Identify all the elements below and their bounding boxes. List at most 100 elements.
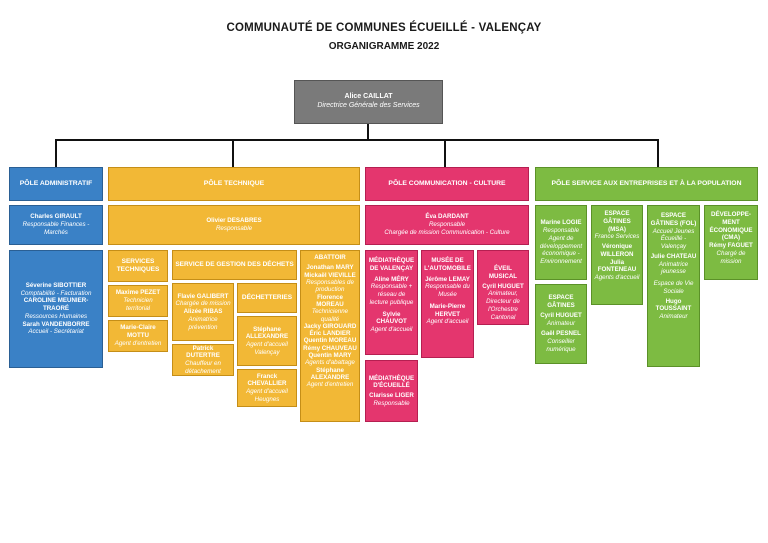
staff-name: Stéphane ALLEXANDRE bbox=[245, 325, 289, 341]
staff-name: Flavie GALIBERT bbox=[177, 292, 229, 300]
staff-role: Responsable Agent de développement écono… bbox=[539, 227, 583, 265]
connector-horizontal bbox=[55, 139, 658, 141]
staff-name: Hugo TOUSSAINT bbox=[655, 297, 692, 313]
tech-decheteries-staff-2: Franck CHEVALLIER Agent d'accueil Heugne… bbox=[237, 369, 297, 407]
staff-name: Véronique WILLERON bbox=[600, 243, 634, 258]
comm-resp-name: Éva DARDANT bbox=[425, 213, 469, 221]
ent-responsable: Marine LOGIE Responsable Agent de dévelo… bbox=[535, 205, 587, 280]
staff-name: Cyril HUGUET bbox=[540, 311, 582, 319]
admin-staff-role: Comptabilité - Facturation bbox=[20, 289, 92, 297]
comm-mediatheque-ecueille: MÉDIATHÈQUE D'ÉCUEILLÉ Clarisse LIGER Re… bbox=[365, 360, 418, 422]
tech-services-staff-2: Marie-Claire MOTTU Agent d'entretien bbox=[108, 320, 168, 352]
staff-name: Patrick DUTERTRE bbox=[186, 344, 220, 360]
staff-role: Responsable bbox=[373, 399, 410, 407]
mediatheque-header: MÉDIATHÈQUE DE VALENÇAY bbox=[368, 257, 415, 272]
staff-name: Mickaël VIEVILLE bbox=[304, 271, 356, 279]
staff-role: Responsable + réseau de lecture publique bbox=[369, 283, 414, 306]
staff-role: Animateur, Directeur de l'Orchestre Cant… bbox=[486, 290, 520, 321]
comm-resp-role: Chargée de mission Communication - Cultu… bbox=[384, 228, 510, 236]
tech-decheteries-header: DÉCHETTERIES bbox=[237, 283, 297, 313]
staff-name: Clarisse LIGER bbox=[369, 392, 414, 399]
admin-resp-name: Charles GIRAULT bbox=[30, 213, 82, 221]
staff-name: Rémy CHAUVEAU bbox=[303, 344, 357, 352]
staff-name: Éric LANDIER bbox=[309, 330, 351, 338]
staff-name: Alizée RIBAS bbox=[183, 308, 223, 316]
comm-responsable: Éva DARDANT Responsable Chargée de missi… bbox=[365, 205, 529, 245]
pole-ent-header: PÔLE SERVICE AUX ENTREPRISES ET À LA POP… bbox=[535, 167, 758, 201]
mediatheque-header: MÉDIATHÈQUE D'ÉCUEILLÉ bbox=[368, 374, 415, 390]
connector-tech bbox=[232, 139, 234, 167]
admin-staff-role: Accueil - Secrétariat bbox=[28, 328, 84, 336]
staff-name: Marine LOGIE bbox=[540, 219, 582, 227]
staff-role: Animateur bbox=[659, 313, 688, 320]
staff-name: Quentin MARY bbox=[308, 352, 352, 360]
admin-staff-role: Ressources Humaines bbox=[24, 312, 88, 320]
staff-name: Stéphane ALEXANDRE bbox=[310, 366, 350, 381]
eveil-header: ÉVEIL MUSICAL bbox=[488, 265, 518, 280]
admin-staff-name: Séverine SIBOTTIER bbox=[25, 281, 87, 289]
staff-role: Animatrice jeunesse bbox=[658, 260, 689, 276]
staff-role: Agent d'accueil bbox=[370, 326, 413, 333]
staff-name: Jonathan MARY bbox=[306, 264, 354, 272]
staff-name: Sylvie CHAUVOT bbox=[376, 310, 407, 326]
staff-role: Animateur bbox=[546, 319, 576, 327]
staff-role: Agent d'entretien bbox=[114, 339, 162, 347]
staff-name: Quentin MOREAU bbox=[303, 337, 357, 345]
staff-name: Julia FONTENEAU bbox=[597, 258, 637, 274]
tech-dechets-chauffeur: Patrick DUTERTRE Chauffeur en détachemen… bbox=[172, 344, 234, 376]
staff-role: Agents d'accueil bbox=[594, 274, 640, 281]
connector-admin bbox=[55, 139, 57, 167]
staff-role: Chargé de mission bbox=[716, 249, 746, 265]
espace-subtitle: Espace de Vie Sociale bbox=[653, 280, 694, 295]
staff-name: Marie-Claire MOTTU bbox=[120, 324, 156, 340]
staff-role: Animatrice prévention bbox=[188, 315, 218, 331]
tech-dechets-header: SERVICE DE GESTION DES DÉCHETS bbox=[172, 250, 297, 280]
tech-responsable: Olivier DESABRES Responsable bbox=[108, 205, 360, 245]
pole-comm-header: PÔLE COMMUNICATION - CULTURE bbox=[365, 167, 529, 201]
admin-staff-name: Sarah VANDENBORRE bbox=[22, 320, 90, 328]
staff-role: Responsable du Musée bbox=[425, 283, 470, 298]
staff-name: Rémy FAGUET bbox=[709, 242, 753, 249]
staff-role: Agent d'entretien bbox=[306, 381, 354, 389]
staff-name: Julie CHATEAU bbox=[650, 252, 697, 260]
connector-ent bbox=[657, 139, 659, 167]
pole-tech-header: PÔLE TECHNIQUE bbox=[108, 167, 360, 201]
staff-name: Gaël PESNEL bbox=[541, 330, 581, 338]
espace-header: ESPACE GÂTINES bbox=[547, 294, 575, 310]
director-role: Directrice Générale des Services bbox=[317, 102, 420, 109]
tech-services-staff-1: Maxime PEZET Technicien territorial bbox=[108, 285, 168, 317]
espace-subtitle: Accueil Jeunes Écueillé - Valençay bbox=[652, 227, 695, 251]
tech-resp-name: Olivier DESABRES bbox=[206, 217, 262, 225]
tech-decheteries-staff-1: Stéphane ALLEXANDRE Agent d'accueil Vale… bbox=[237, 316, 297, 366]
tech-abattoir: ABATTOIR Jonathan MARY Mickaël VIEVILLE … bbox=[300, 250, 360, 422]
page-subtitle: ORGANIGRAMME 2022 bbox=[328, 41, 440, 52]
comm-mediatheque-valencay: MÉDIATHÈQUE DE VALENÇAY Aline MÉRY Respo… bbox=[365, 250, 418, 355]
espace-header: ESPACE GÂTINES (MSA) bbox=[603, 210, 631, 233]
page-title: COMMUNAUTÉ DE COMMUNES ÉCUEILLÉ - VALENÇ… bbox=[226, 22, 542, 34]
tech-dechets-staff: Flavie GALIBERT Chargée de mission Alizé… bbox=[172, 283, 234, 341]
staff-name: Aline MÉRY bbox=[374, 275, 409, 283]
ent-espace-msa: ESPACE GÂTINES (MSA) France Services Vér… bbox=[591, 205, 643, 305]
admin-staff-name: CAROLINE MEUNIER-TRAORÉ bbox=[23, 297, 89, 313]
ent-dev-economique: DÉVELOPPE-MENT ÉCONOMIQUE (CMA) Rémy FAG… bbox=[704, 205, 758, 280]
staff-role: Chargée de mission bbox=[175, 300, 231, 308]
musee-header: MUSÉE DE L'AUTOMOBILE bbox=[424, 257, 471, 272]
staff-role: Technicien territorial bbox=[123, 297, 153, 312]
admin-responsable: Charles GIRAULT Responsable Finances - M… bbox=[9, 205, 103, 245]
comm-musee: MUSÉE DE L'AUTOMOBILE Jérôme LEMAY Respo… bbox=[421, 250, 474, 358]
staff-role: Agent d'accueil Valençay bbox=[246, 341, 288, 356]
ent-espace-fol: ESPACE GÂTINES (FOL) Accueil Jeunes Écue… bbox=[647, 205, 700, 367]
tech-resp-role: Responsable bbox=[215, 225, 253, 232]
admin-staff: Séverine SIBOTTIER Comptabilité - Factur… bbox=[9, 250, 103, 368]
comm-resp-role: Responsable bbox=[428, 221, 466, 229]
ent-espace-gatines: ESPACE GÂTINES Cyril HUGUET Animateur Ga… bbox=[535, 284, 587, 364]
staff-role: Agent d'accueil Heugnes bbox=[246, 388, 288, 403]
staff-name: Franck CHEVALLIER bbox=[247, 372, 287, 388]
staff-name: Florence MOREAU bbox=[316, 293, 344, 308]
staff-role: Agent d'accueil bbox=[426, 318, 469, 326]
connector-vertical-top bbox=[367, 124, 369, 140]
connector-comm bbox=[444, 139, 446, 167]
director-box: Alice CAILLAT Directrice Générale des Se… bbox=[294, 80, 443, 124]
tech-services-header: SERVICES TECHNIQUES bbox=[108, 250, 168, 282]
staff-role: Agents d'abattage bbox=[305, 359, 355, 367]
